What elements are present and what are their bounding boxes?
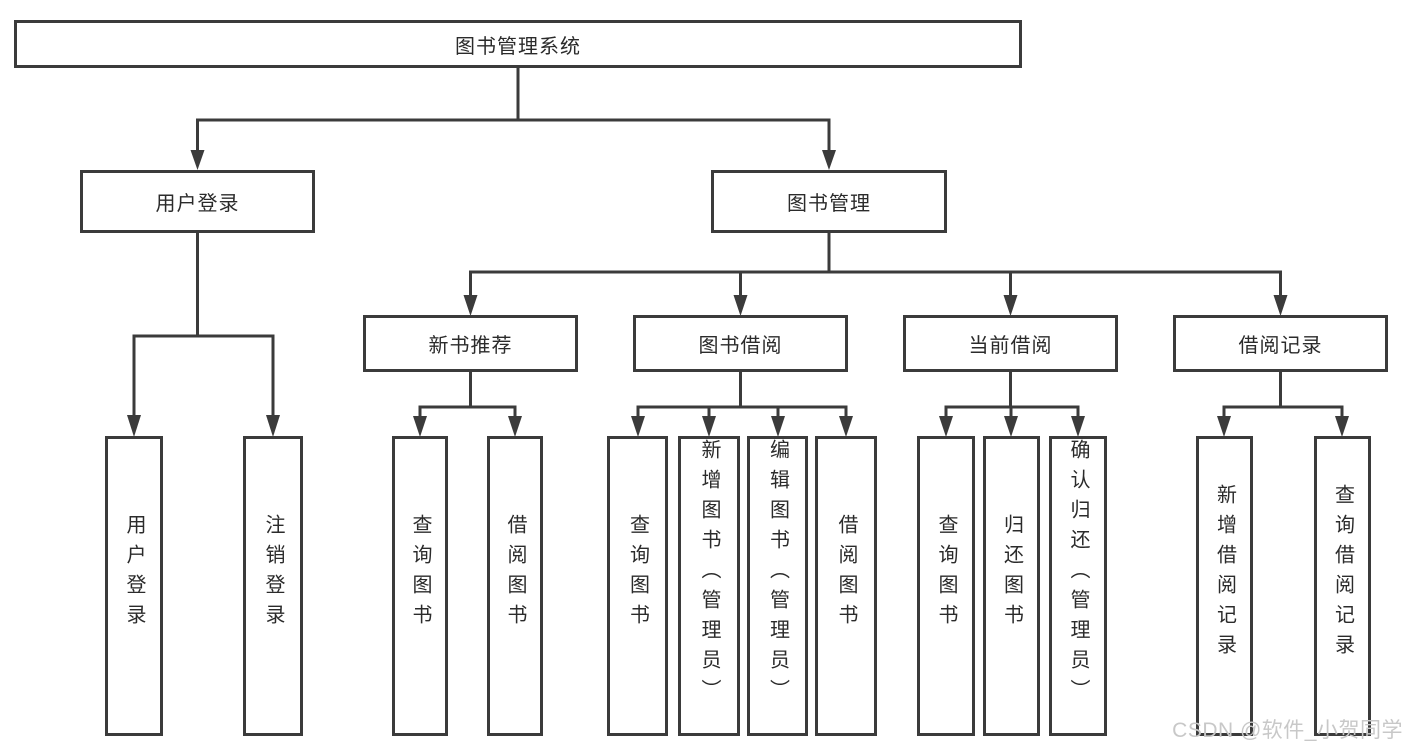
leaf-borrow-books-label: 借阅图书 [835,514,857,634]
node-user-login: 用户登录 [80,170,315,233]
node-library-management-system: 图书管理系统 [14,20,1022,68]
node-current-borrowing: 当前借阅 [903,315,1118,372]
leaf-query-books-borrow: 查询图书 [607,436,668,736]
leaf-borrow-books-recommend: 借阅图书 [487,436,543,736]
leaf-edit-books-admin: 编辑图书（管理员） [747,436,808,736]
leaf-query-borrow-record: 查询借阅记录 [1314,436,1371,736]
leaf-return-books: 归还图书 [983,436,1040,736]
leaf-user-login-label: 用户登录 [123,514,145,634]
connector-book-borrow-children [631,372,853,437]
leaf-user-login: 用户登录 [105,436,163,736]
leaf-edit-books-admin-label: 编辑图书（管理员） [766,439,789,709]
leaf-add-books-admin-label: 新增图书（管理员） [698,439,720,709]
leaf-borrow-books-recommend-label: 借阅图书 [504,514,526,634]
connector-new-book-children [413,372,522,437]
leaf-borrow-books: 借阅图书 [815,436,877,736]
connector-user-login-children [127,233,280,437]
leaf-logout-label: 注销登录 [262,514,284,634]
leaf-add-books-admin: 新增图书（管理员） [678,436,740,736]
connector-book-management-children [463,233,1288,316]
node-book-borrowing: 图书借阅 [633,315,848,372]
leaf-add-borrow-record-label: 新增借阅记录 [1213,484,1236,664]
leaf-add-borrow-record: 新增借阅记录 [1196,436,1253,736]
connector-current-borrow-children [939,372,1085,437]
leaf-query-books-borrow-label: 查询图书 [626,514,649,634]
connector-borrow-records-children [1217,372,1349,437]
leaf-query-borrow-record-label: 查询借阅记录 [1331,484,1354,664]
leaf-query-books-current: 查询图书 [917,436,975,736]
node-book-management: 图书管理 [711,170,947,233]
leaf-query-books-recommend-label: 查询图书 [409,514,431,634]
leaf-confirm-return-admin-label: 确认归还（管理员） [1067,439,1089,709]
leaf-logout: 注销登录 [243,436,303,736]
leaf-query-books-recommend: 查询图书 [392,436,448,736]
leaf-confirm-return-admin: 确认归还（管理员） [1049,436,1107,736]
leaf-return-books-label: 归还图书 [1000,514,1023,634]
node-new-book-recommendation: 新书推荐 [363,315,578,372]
connector-root-to-level2 [190,68,836,170]
watermark: CSDN @软件_小贺同学 [1172,719,1403,742]
leaf-query-books-current-label: 查询图书 [935,514,957,634]
node-borrowing-records: 借阅记录 [1173,315,1388,372]
